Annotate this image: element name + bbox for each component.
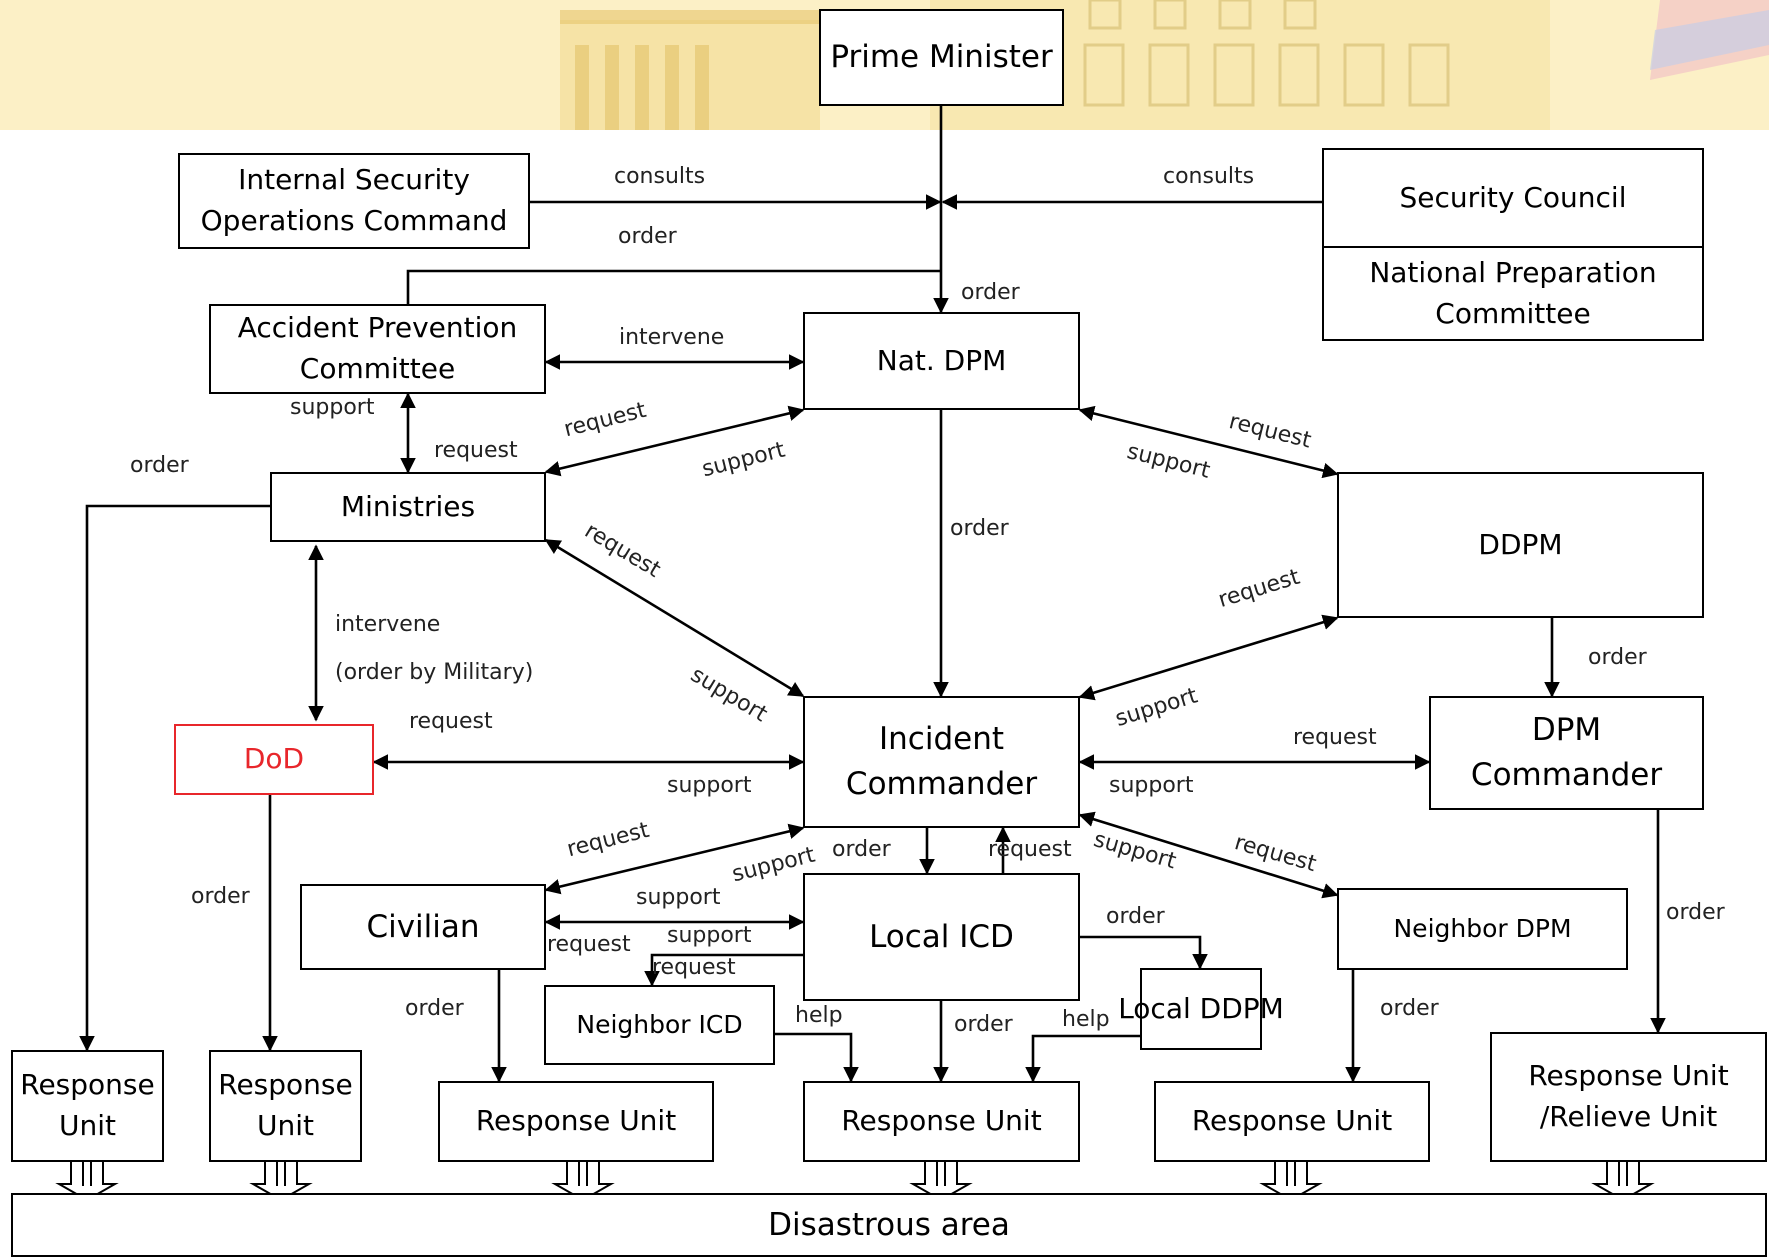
- node-ministries: Ministries: [270, 472, 546, 542]
- edge-label-order-natdpm-ic: order: [950, 516, 1009, 541]
- ministries-label: Ministries: [340, 489, 476, 523]
- incident-commander-label-line1: Incident: [879, 721, 1004, 758]
- edge-label-request-dod-ic: request: [409, 709, 493, 734]
- node-ddpm: DDPM: [1337, 472, 1704, 618]
- node-internal-security-operations-command: Internal Security Operations Command: [178, 153, 530, 249]
- dpm-commander-label-line2: Commander: [1470, 757, 1663, 793]
- security-council-label: Security Council: [1399, 180, 1627, 214]
- disastrous-area-label: Disastrous area: [768, 1206, 1010, 1243]
- connector-ministries-natdpm: [544, 405, 805, 477]
- response-unit-1-label-line1: Response: [20, 1068, 155, 1102]
- edge-label-order-ddpm-dpmcmd: order: [1588, 645, 1647, 670]
- edge-label-order-civilian-ru: order: [405, 996, 464, 1021]
- local-ddpm-label: Local DDPM: [1118, 991, 1284, 1025]
- edge-label-support-civilian-localicd: support: [636, 885, 721, 910]
- edge-label-support-apc: support: [290, 395, 375, 420]
- nat-dpm-label: Nat. DPM: [876, 343, 1007, 377]
- dod-label: DoD: [243, 742, 305, 776]
- connector-ministries-order-ru1: [79, 504, 270, 1052]
- connector-ddpm-ic: [1078, 614, 1339, 701]
- response-unit-5-label: Response Unit: [1191, 1104, 1393, 1138]
- node-dod: DoD: [174, 724, 374, 795]
- node-disastrous-area: Disastrous area: [11, 1193, 1767, 1257]
- node-prime-minister: Prime Minister: [819, 9, 1064, 106]
- node-response-unit-1: Response Unit: [11, 1050, 164, 1162]
- isoc-label-line2: Operations Command: [200, 204, 508, 237]
- edge-label-order-dpmcmd-ru: order: [1666, 900, 1725, 925]
- connector-neighboricd-ru4: [775, 1032, 859, 1083]
- node-response-unit-3: Response Unit: [438, 1081, 714, 1162]
- national-preparation-committee-section: National Preparation Committee: [1324, 248, 1702, 339]
- node-accident-prevention-committee: Accident Prevention Committee: [209, 304, 546, 394]
- edge-label-consults-isoc: consults: [614, 164, 706, 189]
- edge-label-consults-security-council: consults: [1163, 164, 1255, 189]
- npc-label-line1: National Preparation: [1369, 255, 1657, 289]
- response-unit-2-label-line2: Unit: [257, 1109, 314, 1142]
- node-local-ddpm: Local DDPM: [1118, 968, 1284, 1050]
- connector-localicd-localddpm: [1080, 935, 1208, 970]
- connector-ic-civilian: [544, 823, 805, 895]
- edge-label-order-ministries-left: order: [130, 453, 189, 478]
- security-council-section: Security Council: [1324, 150, 1702, 246]
- response-unit-1-label-line2: Unit: [59, 1109, 116, 1142]
- node-neighbor-dpm: Neighbor DPM: [1337, 888, 1628, 970]
- incident-commander-label-line2: Commander: [845, 766, 1038, 802]
- edge-label-request-localicd-ic: request: [988, 837, 1072, 862]
- connector-natdpm-ddpm: [1078, 405, 1339, 479]
- isoc-label-line1: Internal Security: [238, 163, 470, 197]
- node-incident-commander: Incident Commander: [803, 696, 1080, 828]
- edge-label-order-dod: order: [191, 884, 250, 909]
- civilian-label: Civilian: [366, 908, 480, 945]
- node-response-relieve-unit: Response Unit /Relieve Unit: [1490, 1032, 1767, 1162]
- node-response-unit-4: Response Unit: [803, 1081, 1080, 1162]
- edge-label-order-isoc: order: [618, 224, 677, 249]
- edge-label-support-localicd-neighboricd: support: [667, 923, 752, 948]
- response-unit-2-label-line1: Response: [218, 1068, 353, 1102]
- edge-label-order-pm-natdpm: order: [961, 280, 1020, 305]
- ddpm-label: DDPM: [1478, 527, 1563, 561]
- neighbor-dpm-label: Neighbor DPM: [1393, 913, 1572, 943]
- response-relieve-unit-label-line2: /Relieve Unit: [1539, 1100, 1718, 1133]
- node-dpm-commander: DPM Commander: [1429, 696, 1704, 810]
- security-council-divider: [1324, 246, 1702, 248]
- edge-label-order-neighbordpm-ru: order: [1380, 996, 1439, 1021]
- local-icd-label: Local ICD: [869, 918, 1014, 955]
- node-security-council-group: Security Council National Preparation Co…: [1322, 148, 1704, 341]
- node-local-icd: Local ICD: [803, 873, 1080, 1001]
- edge-label-help-localddpm: help: [1062, 1007, 1110, 1032]
- connector-ministries-ic: [544, 538, 805, 698]
- edge-label-request-apc-ministries: request: [434, 438, 518, 463]
- prime-minister-label: Prime Minister: [830, 39, 1053, 76]
- connector-localicd-neighboricd: [644, 953, 803, 987]
- response-unit-4-label: Response Unit: [841, 1104, 1042, 1138]
- node-response-unit-2: Response Unit: [209, 1050, 362, 1162]
- edge-label-request-civilian-localicd: request: [547, 932, 631, 957]
- edge-label-order-ic-localicd: order: [832, 837, 891, 862]
- response-relieve-unit-label-line1: Response Unit: [1528, 1059, 1729, 1093]
- connector-ic-neighbordpm: [1078, 811, 1339, 899]
- edge-label-intervene-apc: intervene: [619, 325, 725, 350]
- node-response-unit-5: Response Unit: [1154, 1081, 1430, 1162]
- edge-label-help-neighboricd: help: [795, 1003, 843, 1028]
- apc-label-line2: Committee: [299, 352, 456, 385]
- edge-label-order-by-military: (order by Military): [335, 660, 534, 685]
- connector-localddpm-ru4: [1025, 1034, 1140, 1083]
- edge-label-order-localicd-ru: order: [954, 1012, 1013, 1037]
- apc-label-line1: Accident Prevention: [237, 311, 518, 345]
- edge-label-support-ic-dpmcmd: support: [1109, 773, 1194, 798]
- npc-label-line2: Committee: [1435, 296, 1591, 330]
- neighbor-icd-label: Neighbor ICD: [576, 1009, 743, 1039]
- edge-label-request-neighboricd: request: [652, 955, 736, 980]
- edge-label-support-dod-ic: support: [667, 773, 752, 798]
- node-nat-dpm: Nat. DPM: [803, 312, 1080, 410]
- edge-label-request-ic-dpmcmd: request: [1293, 725, 1377, 750]
- response-unit-3-label: Response Unit: [475, 1104, 677, 1138]
- node-civilian: Civilian: [300, 884, 546, 970]
- node-neighbor-icd: Neighbor ICD: [544, 985, 775, 1065]
- edge-label-intervene-dod: intervene: [335, 612, 441, 637]
- edge-label-order-localicd-localddpm: order: [1106, 904, 1165, 929]
- dpm-commander-label-line1: DPM: [1531, 712, 1602, 749]
